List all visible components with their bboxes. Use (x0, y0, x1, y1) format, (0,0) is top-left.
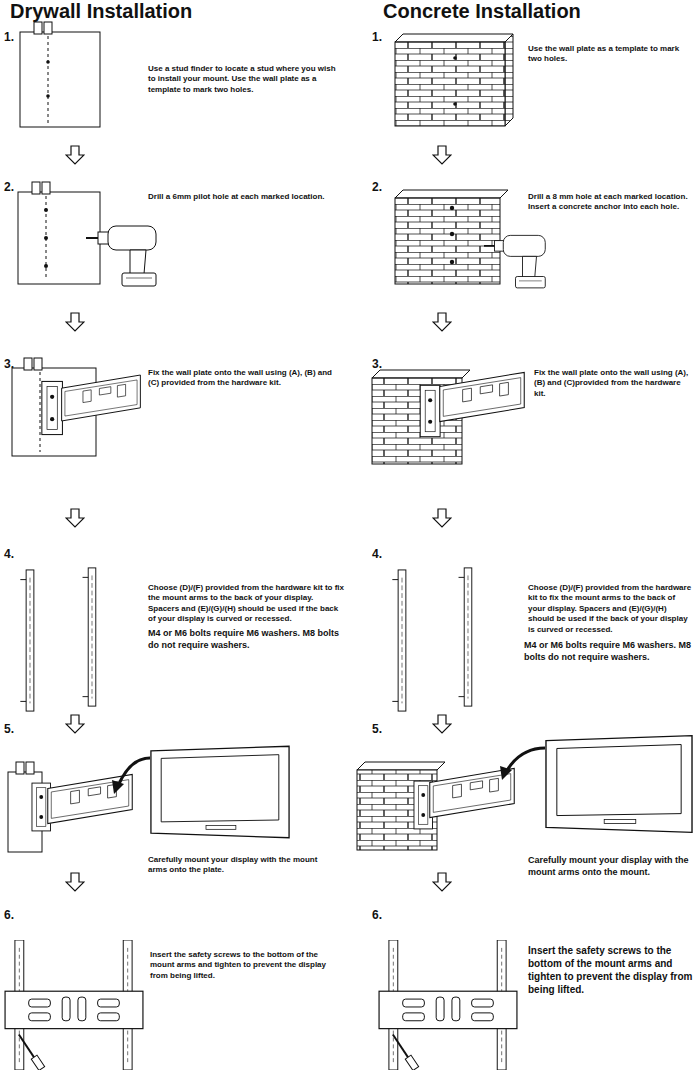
drywall-panel-part (32, 182, 40, 194)
instruction-text: Fix the wall plate onto the wall using (… (148, 368, 344, 389)
step-number: 1. (372, 30, 382, 46)
instruction-text: Drill a 8 mm hole at each marked locatio… (528, 192, 692, 213)
drywall-panel-part (16, 762, 24, 774)
brick-wall-part (450, 232, 454, 236)
brick-wall-part (395, 190, 508, 198)
instruction-text: Use the wall plate as a template to mark… (528, 44, 688, 65)
mount-rail (83, 568, 96, 706)
instruction-text: Use a stud finder to locate a stud where… (148, 64, 340, 95)
drywall-panel-part (44, 208, 48, 212)
display (151, 746, 289, 837)
down-arrow (433, 873, 451, 891)
instruction-text: Insert the safety screws to the bottom o… (528, 944, 694, 996)
brick-wall-part (395, 34, 513, 42)
brick-wall (395, 34, 513, 126)
drywall-panel-part (34, 358, 42, 370)
curved-arrow (506, 748, 545, 772)
brick-wall-part (357, 762, 445, 770)
drywall-panel (18, 182, 100, 284)
drywall-panel-part (44, 236, 48, 240)
down-arrow (66, 715, 84, 733)
down-arrow (66, 146, 84, 164)
mount-rail (459, 568, 472, 706)
drywall-panel-part (24, 358, 32, 370)
drywall-panel-part (46, 60, 50, 64)
note-text: M4 or M6 bolts require M6 washers. M8 bo… (524, 640, 696, 663)
drywall-panel-part (40, 372, 41, 452)
drywall-panel-part (26, 762, 34, 774)
drywall-panel-part (46, 94, 50, 98)
down-arrow (433, 146, 451, 164)
brick-wall (395, 190, 508, 284)
curved-arrow (118, 758, 150, 786)
mount-front (5, 940, 143, 1070)
down-arrow (66, 313, 84, 331)
brick-wall-part (372, 370, 470, 378)
drywall-panel-part (44, 264, 48, 268)
down-arrow (433, 509, 451, 527)
down-arrow (66, 873, 84, 891)
instruction-text: Choose (D)/(F) provided from the hardwar… (528, 583, 694, 635)
step-number: 1. (4, 30, 14, 46)
wall-plate (420, 385, 440, 436)
step-number: 4. (372, 547, 382, 563)
step-number: 4. (4, 547, 14, 563)
drywall-panel (20, 22, 100, 127)
step-number: 5. (372, 722, 382, 738)
drywall-panel-part (44, 22, 52, 34)
mount-arm (62, 375, 141, 421)
drywall-panel-part (48, 36, 49, 124)
step-number: 3. (372, 357, 382, 373)
instruction-text: Insert the safety screws to the bottom o… (150, 950, 330, 981)
drywall-panel-part (20, 32, 100, 127)
down-arrow (433, 715, 451, 733)
step-number: 2. (4, 180, 14, 196)
brick-wall-part (505, 34, 513, 126)
instruction-text: Fix the wall plate onto the wall using (… (534, 368, 694, 399)
step-number: 6. (4, 908, 14, 924)
instruction-text: Carefully mount your display with the mo… (148, 855, 328, 876)
mount-rail (20, 570, 34, 711)
arrow-head (500, 766, 512, 780)
brick-wall-part (395, 198, 500, 284)
mount-rail (392, 570, 406, 711)
note-text: M4 or M6 bolts require M6 washers. M8 bo… (148, 628, 340, 651)
drill (86, 226, 156, 286)
instruction-text: Carefully mount your display with the mo… (528, 855, 696, 878)
mount-front (379, 940, 517, 1070)
step-number: 6. (372, 908, 382, 924)
arrow-head (112, 780, 124, 794)
display (546, 736, 692, 833)
mount-arm (440, 372, 524, 421)
section-heading: Drywall Installation (10, 0, 192, 22)
brick-wall-part (357, 770, 437, 850)
instruction-text: Drill a 6mm pilot hole at each marked lo… (148, 192, 340, 202)
drywall-panel-part (34, 22, 42, 34)
brick-wall-part (450, 206, 454, 210)
down-arrow (66, 509, 84, 527)
wall-plate (42, 381, 63, 434)
brick-wall-part (453, 102, 457, 106)
brick-wall-part (453, 56, 457, 60)
brick-wall-part (450, 260, 454, 264)
brick-wall-part (395, 42, 505, 126)
step-number: 2. (372, 180, 382, 196)
drywall-panel-part (42, 182, 50, 194)
section-heading: Concrete Installation (383, 0, 581, 22)
drill (484, 235, 545, 288)
step-number: 3. (4, 357, 14, 373)
down-arrow (433, 313, 451, 331)
step-number: 5. (4, 722, 14, 738)
instruction-text: Choose (D)/(F) provided from the hardwar… (148, 583, 344, 625)
